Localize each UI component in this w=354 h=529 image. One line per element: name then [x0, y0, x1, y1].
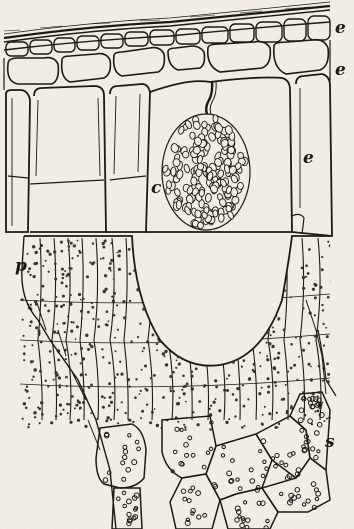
label-spongy: s	[325, 434, 335, 451]
cystolith	[161, 114, 250, 230]
label-cystolith: c	[151, 180, 161, 197]
label-epidermis-cell: e	[303, 150, 314, 167]
label-epidermis-outer: e	[335, 20, 346, 37]
label-epidermis-inner: e	[335, 62, 346, 79]
label-palisade: p	[15, 258, 27, 275]
